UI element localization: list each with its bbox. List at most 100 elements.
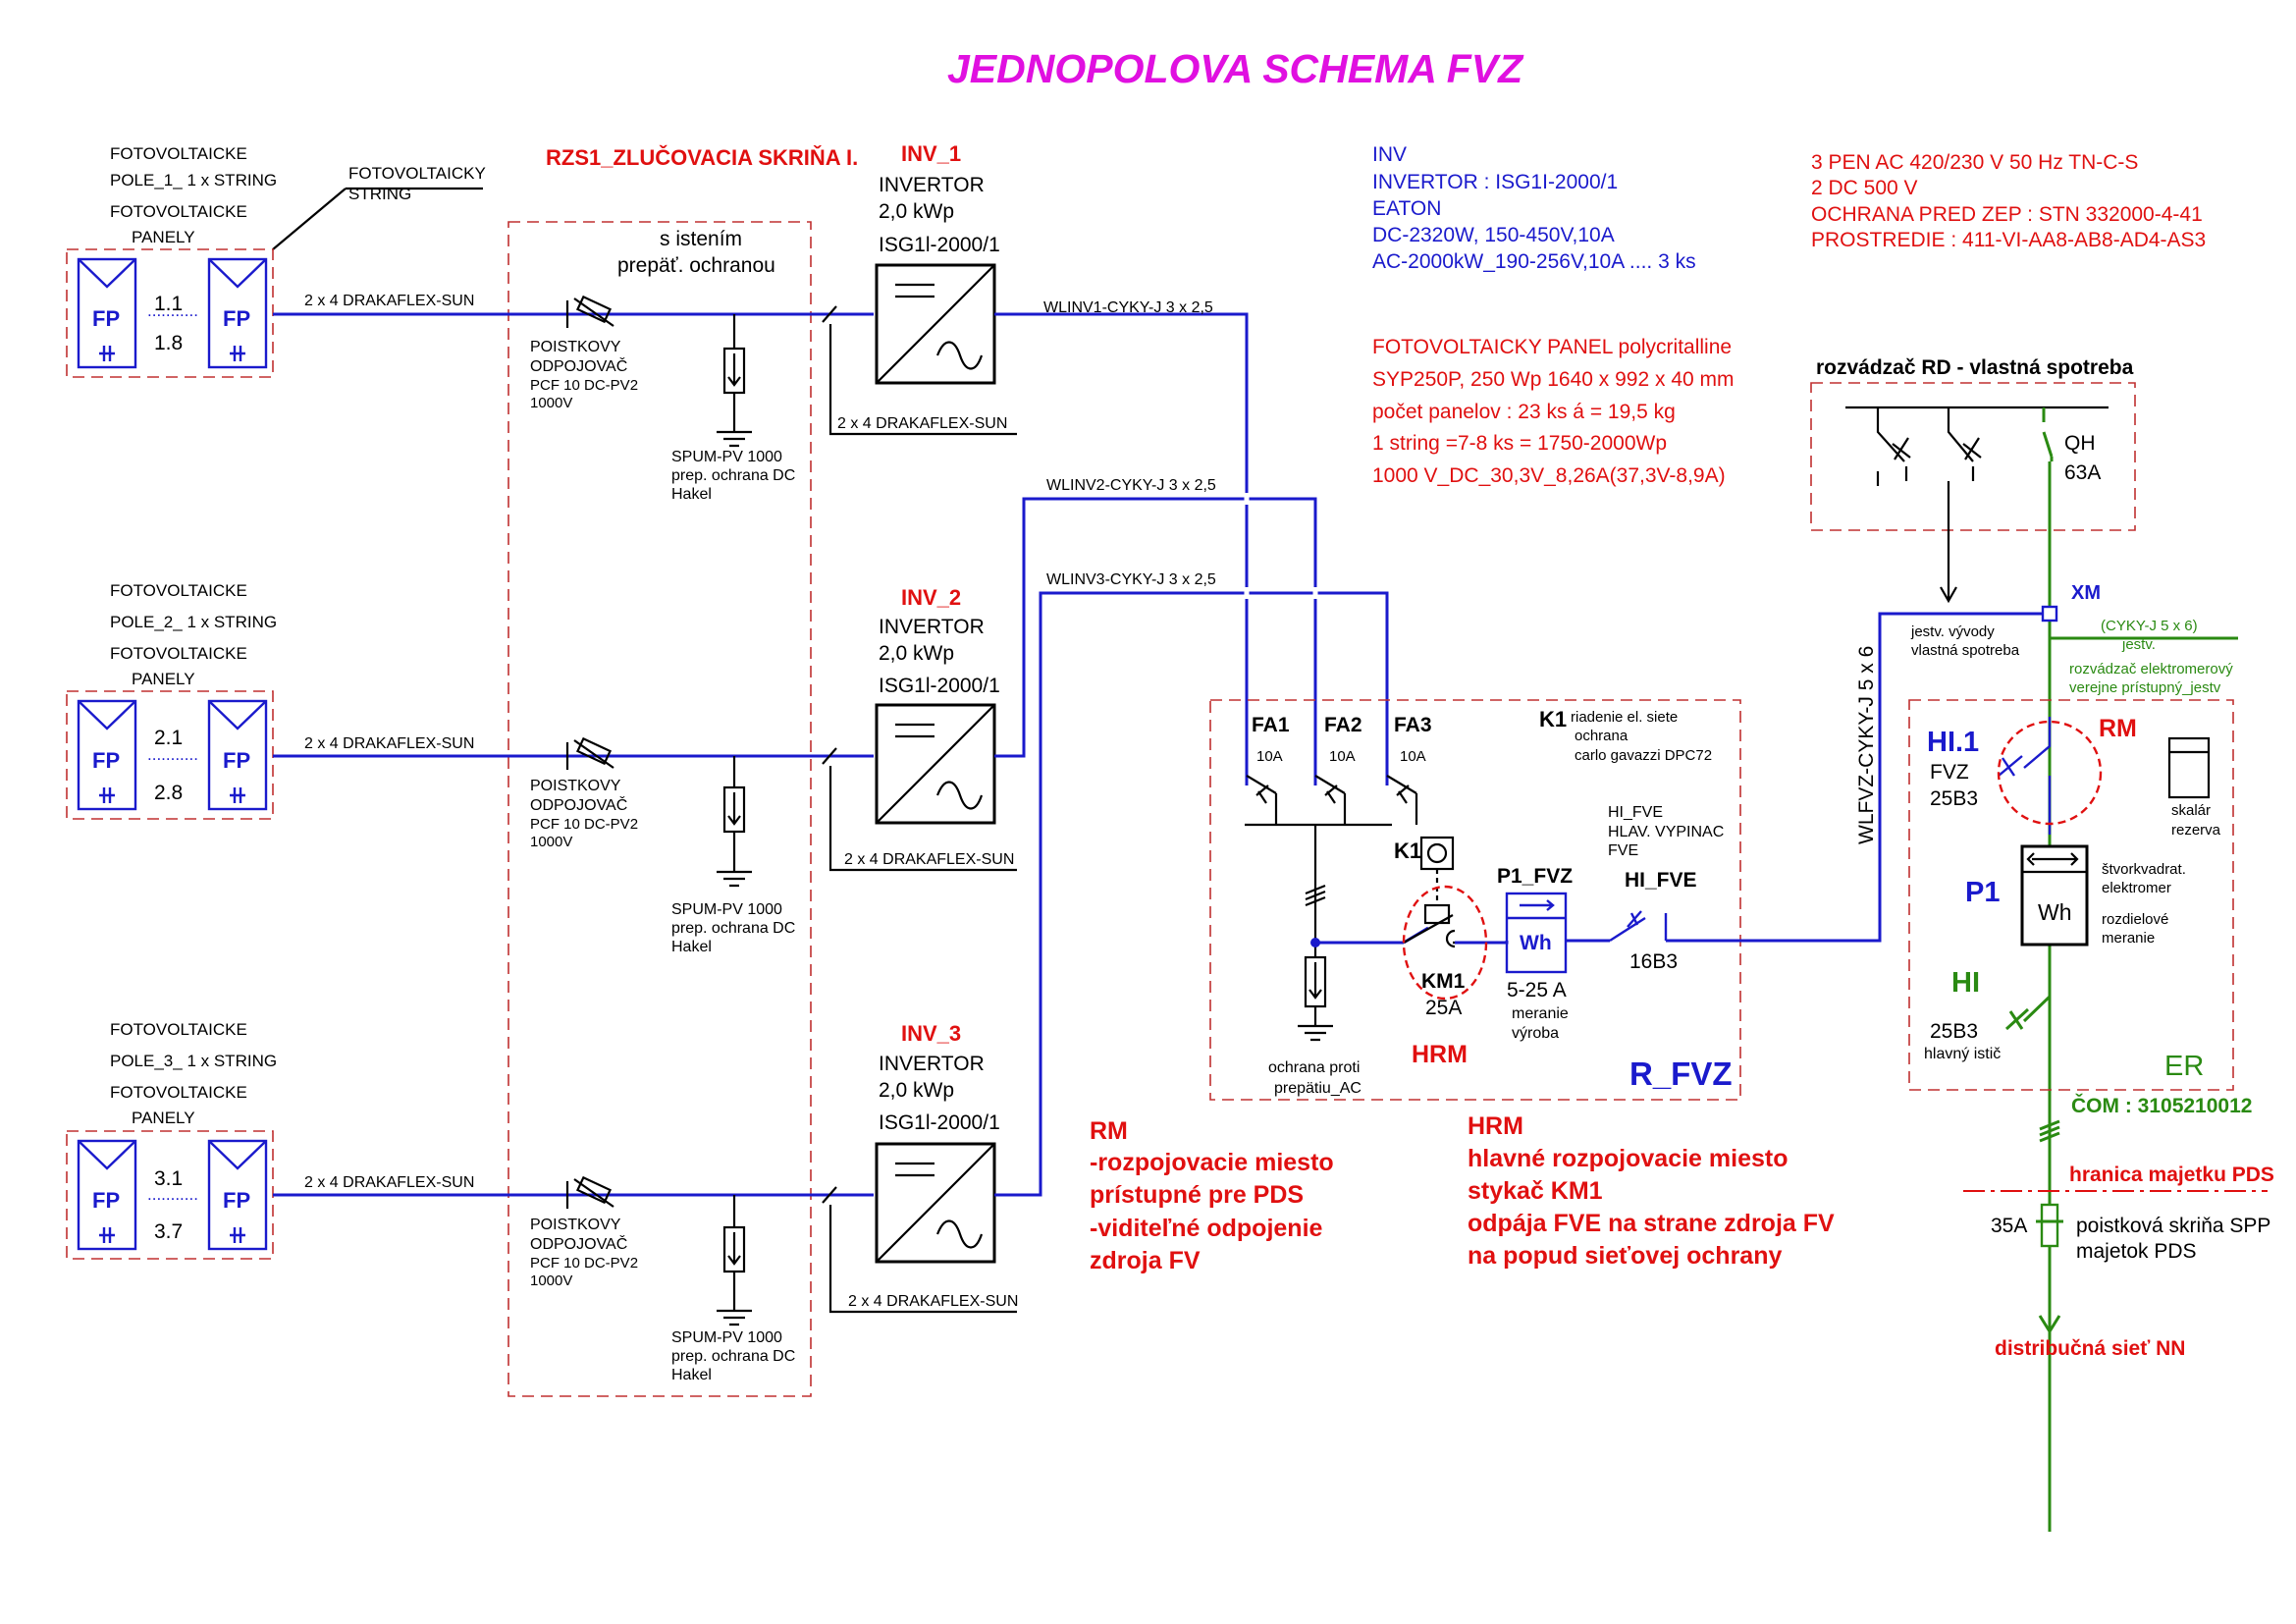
inverter-name: INV_1 (901, 141, 961, 166)
note-line: HRM (1468, 1112, 1523, 1140)
string-label: FOTOVOLTAICKY (348, 164, 486, 183)
info-line: 3 PEN AC 420/230 V 50 Hz TN-C-S (1811, 151, 2138, 174)
k1-relay-label: K1 (1394, 839, 1421, 863)
note-line: -rozpojovacie miesto (1090, 1149, 1334, 1176)
info-line: INVERTOR : ISG1I-2000/1 (1372, 171, 1618, 193)
info-line: PROSTREDIE : 411-VI-AA8-AB8-AD4-AS3 (1811, 229, 2206, 251)
field-label: POLE_1_ 1 x STRING (110, 171, 277, 189)
hi-fve-desc: HLAV. VYPINAC (1608, 824, 1724, 840)
info-line: počet panelov : 23 ks á = 19,5 kg (1372, 401, 1676, 423)
com-number: ČOM : 3105210012 (2071, 1094, 2252, 1117)
spd-label: Hakel (671, 486, 712, 503)
r-fvz-frame (1209, 699, 1741, 1101)
panel-dots: ........... (147, 745, 198, 764)
qh-label: QH (2064, 432, 2096, 455)
combiner-title: RZS1_ZLUČOVACIA SKRIŇA I. (546, 145, 858, 170)
breaker-fa1-icon (1246, 775, 1278, 825)
panel-range-top: 2.1 (154, 727, 183, 749)
hrm-marker (1402, 885, 1488, 1001)
inverter-label: INVERTOR (879, 174, 985, 196)
km1-rating: 25A (1425, 997, 1462, 1019)
pv-field-1: FOTOVOLTAICKE POLE_1_ 1 x STRING FOTOVOL… (66, 144, 486, 378)
rm-marker (1997, 720, 2103, 826)
fuse-label: ODPOJOVAČ (530, 356, 627, 375)
inverter-label: ISG1l-2000/1 (879, 675, 1000, 697)
inv-cable-label: 2 x 4 DRAKAFLEX-SUN (837, 415, 1007, 432)
inverter-label: 2,0 kWp (879, 642, 954, 665)
string-label: STRING (348, 185, 411, 203)
fuse-label: POISTKOVY (530, 339, 621, 355)
spp-rating: 35A (1991, 1215, 2027, 1237)
hi-fve-desc: HI_FVE (1608, 804, 1663, 821)
field-label: PANELY (132, 228, 195, 246)
field-label: FOTOVOLTAICKE (110, 1020, 247, 1039)
skalar-label: skalár (2171, 802, 2211, 819)
breaker-rating: 10A (1400, 748, 1426, 765)
pv-panel-diag (208, 700, 267, 731)
er-desc: rozvádzač elektromerový (2069, 661, 2233, 677)
ac-cable-label: WLINV3-CYKY-J 3 x 2,5 (1046, 571, 1216, 588)
ac-cable (994, 497, 1317, 785)
main-breaker-icon (2004, 982, 2052, 1041)
pv-panel-diag (208, 1140, 267, 1170)
pv-field-3: FOTOVOLTAICKE POLE_3_ 1 x STRING FOTOVOL… (66, 1020, 277, 1260)
green-cable-label: (CYKY-J 5 x 6) (2101, 618, 2198, 634)
panel-range-bottom: 1.8 (154, 332, 183, 354)
hrm-label: HRM (1412, 1041, 1468, 1068)
green-cable-label: jestv. (2121, 636, 2156, 653)
dc-wiring: 2 x 4 DRAKAFLEX-SUN POISTKOVY ODPOJOVAČ … (273, 293, 1018, 1383)
string-leader (272, 187, 483, 250)
ac-main-line (1315, 926, 1429, 945)
ac-cable-label: WLINV1-CYKY-J 3 x 2,5 (1043, 299, 1213, 316)
fuse-disconnector-icon (565, 736, 614, 770)
spd-label: Hakel (671, 939, 712, 955)
field-label: FOTOVOLTAICKE (110, 1083, 247, 1102)
feeder-label: jestv. vývody (1910, 623, 1995, 640)
hi-fve-desc: FVE (1608, 842, 1638, 859)
panel-fp: FP (92, 748, 120, 773)
breaker-name: FA2 (1324, 714, 1362, 736)
pv-field-2: FOTOVOLTAICKE POLE_2_ 1 x STRING FOTOVOL… (66, 581, 277, 820)
inverter-label: 2,0 kWp (879, 1079, 954, 1102)
qh-rating: 63A (2064, 461, 2101, 484)
spd-label: SPUM-PV 1000 (671, 449, 782, 465)
pv-panel-symbol (207, 1139, 268, 1251)
grid-arrow-icon (2038, 1315, 2061, 1334)
km1-name: KM1 (1421, 970, 1466, 993)
field-label: POLE_2_ 1 x STRING (110, 613, 277, 631)
main-switch-icon (1609, 910, 1668, 943)
field-label: PANELY (132, 670, 195, 688)
panel-info: FOTOVOLTAICKY PANEL polycritalline SYP25… (1372, 336, 1735, 487)
pv-panel-diag (78, 258, 136, 289)
er-frame (1908, 699, 2234, 1091)
combiner-box-frame (507, 221, 812, 1397)
inverter-name: INV_3 (901, 1021, 961, 1046)
spd-label: prep. ochrana DC (671, 920, 795, 937)
pv-fields: FOTOVOLTAICKE POLE_1_ 1 x STRING FOTOVOL… (66, 144, 486, 1260)
fvz-label: FVZ (1930, 761, 1969, 784)
inverter-icon (875, 1142, 996, 1264)
inverter-label: ISG1l-2000/1 (879, 1111, 1000, 1134)
field-label: FOTOVOLTAICKE (110, 581, 247, 600)
dc-surge-arrester-icon (717, 314, 752, 448)
inv-cable-leader (828, 324, 1017, 436)
pv-panel-symbol (77, 699, 137, 811)
breaker-rating: 10A (1329, 748, 1356, 765)
panel-cell-icon (99, 787, 115, 803)
inv-cable-label: 2 x 4 DRAKAFLEX-SUN (848, 1293, 1018, 1310)
p1-fvz-label: P1_FVZ (1497, 865, 1573, 888)
meter-label: meranie (2102, 930, 2155, 947)
hi-rating: 25B3 (1930, 1020, 1978, 1043)
fuse-label: ODPOJOVAČ (530, 1234, 627, 1253)
pv-panel-symbol (77, 257, 137, 369)
km1-contactor-icon (1403, 903, 1456, 948)
combiner-note: prepäť. ochranou (617, 254, 775, 277)
er-name: ER (2164, 1051, 2204, 1082)
cable-crossing-gap (1244, 493, 1318, 599)
p1-label: P1 (1965, 877, 2000, 908)
er-desc: verejne prístupný_jestv (2069, 679, 2221, 696)
note-line: zdroja FV (1090, 1247, 1201, 1274)
hi-fve-label: HI_FVE (1625, 869, 1697, 892)
panel-range-bottom: 2.8 (154, 782, 183, 804)
field-label: FOTOVOLTAICKE (110, 202, 247, 221)
